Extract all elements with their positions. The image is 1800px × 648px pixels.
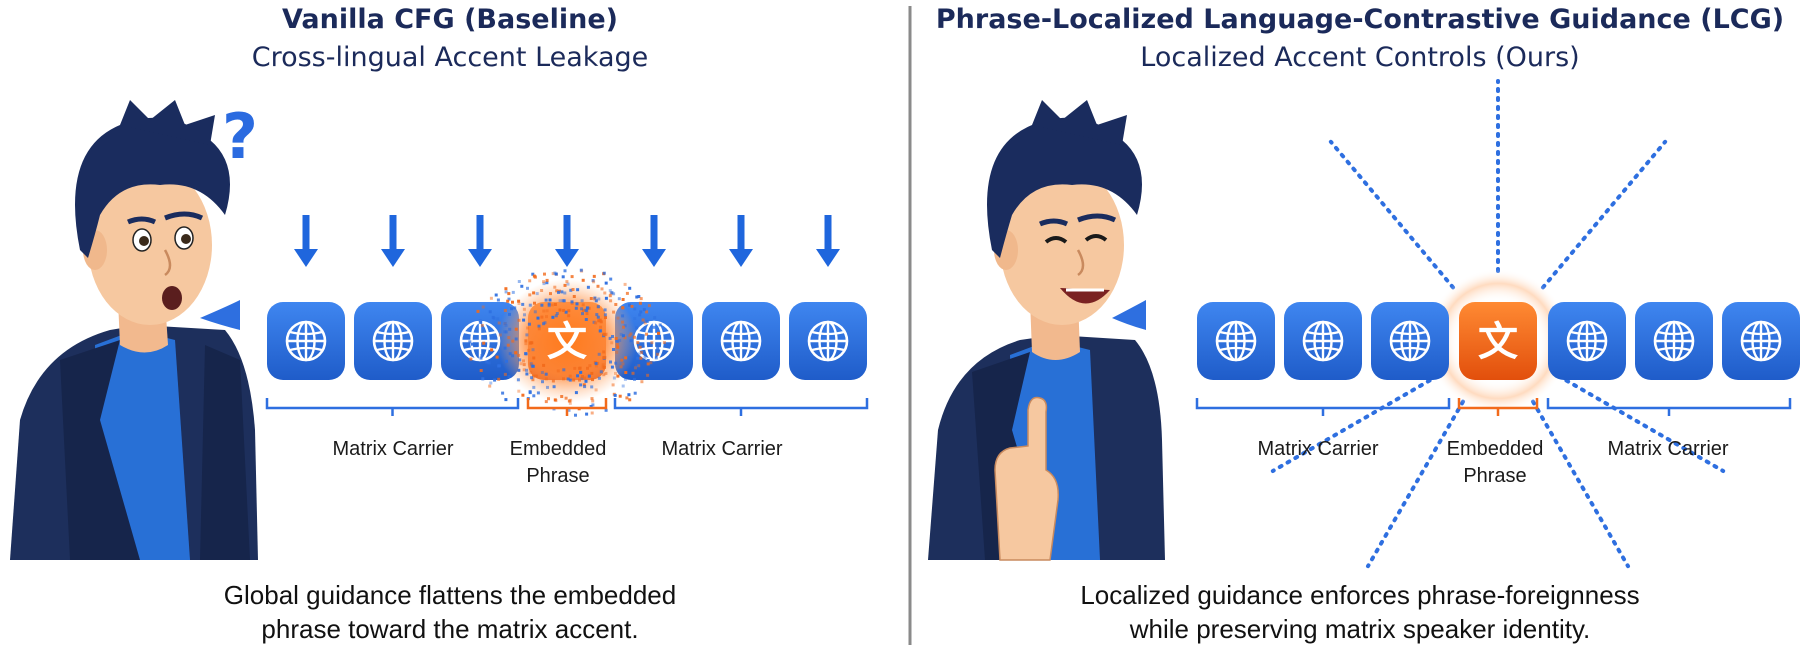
left-carrier-token xyxy=(441,302,519,380)
right-embedded-label-line2: Phrase xyxy=(1463,465,1527,487)
right-embedded-label-line1: Embedded xyxy=(1446,438,1544,460)
carrier-bracket xyxy=(1195,398,1451,410)
globe-icon xyxy=(1215,320,1257,362)
globe-icon xyxy=(1302,320,1344,362)
right-carrier-token xyxy=(1548,302,1626,380)
globe-icon xyxy=(807,320,849,362)
speech-bubble-tail xyxy=(1112,300,1146,330)
globe-icon xyxy=(372,320,414,362)
phrase-glyph-icon: 文 xyxy=(1478,319,1518,365)
guidance-ray xyxy=(1540,139,1668,290)
guidance-arrow-icon xyxy=(729,215,753,267)
globe-icon xyxy=(1389,320,1431,362)
globe-icon xyxy=(459,320,501,362)
question-mark-icon: ? xyxy=(222,100,258,173)
left-embedded-label-line1: Embedded xyxy=(509,438,607,460)
globe-icon xyxy=(1740,320,1782,362)
right-panel-title: Phrase-Localized Language-Contrastive Gu… xyxy=(935,4,1785,35)
left-caption: Global guidance flattens the embedded ph… xyxy=(0,578,900,646)
left-carrier-token xyxy=(615,302,693,380)
speech-bubble-tail xyxy=(200,300,240,330)
right-caption: Localized guidance enforces phrase-forei… xyxy=(910,578,1800,646)
accent-leakage-blur: 文 xyxy=(468,268,669,417)
globe-icon xyxy=(1566,320,1608,362)
phrase-glyph-icon: 文 xyxy=(547,319,587,365)
right-carrier-label: Matrix Carrier xyxy=(1257,438,1379,460)
left-carrier-label: Matrix Carrier xyxy=(332,438,454,460)
left-panel-title: Vanilla CFG (Baseline) xyxy=(282,4,618,35)
right-carrier-token xyxy=(1371,302,1449,380)
pointing-speaker-illustration xyxy=(928,100,1165,561)
guidance-arrow-icon xyxy=(381,215,405,267)
carrier-bracket xyxy=(265,398,520,410)
right-caption-line2: while preserving matrix speaker identity… xyxy=(1129,614,1591,644)
right-phrase-token: 文 xyxy=(1459,302,1537,380)
left-caption-line1: Global guidance flattens the embedded xyxy=(223,580,677,610)
globe-icon xyxy=(720,320,762,362)
guidance-arrow-icon xyxy=(294,215,318,267)
guidance-arrow-icon xyxy=(816,215,840,267)
left-carrier-token xyxy=(267,302,345,380)
carrier-bracket xyxy=(613,398,869,410)
guidance-arrow-icon xyxy=(468,215,492,267)
right-carrier-label: Matrix Carrier xyxy=(1607,438,1729,460)
right-caption-line1: Localized guidance enforces phrase-forei… xyxy=(1080,580,1640,610)
globe-icon xyxy=(1653,320,1695,362)
left-carrier-label: Matrix Carrier xyxy=(661,438,783,460)
right-carrier-token xyxy=(1197,302,1275,380)
left-carrier-token xyxy=(789,302,867,380)
left-panel-subtitle: Cross-lingual Accent Leakage xyxy=(251,42,649,73)
carrier-bracket xyxy=(1546,398,1792,410)
guidance-arrow-icon xyxy=(555,215,579,267)
right-carrier-token xyxy=(1284,302,1362,380)
left-embedded-label: Embedded Phrase xyxy=(488,436,628,490)
right-carrier-token xyxy=(1722,302,1800,380)
left-carrier-token xyxy=(354,302,432,380)
right-embedded-label: Embedded Phrase xyxy=(1425,436,1565,490)
left-embedded-label-line2: Phrase xyxy=(526,465,590,487)
right-panel-subtitle: Localized Accent Controls (Ours) xyxy=(1140,42,1580,73)
globe-icon xyxy=(285,320,327,362)
confused-speaker-illustration xyxy=(10,100,258,560)
left-caption-line2: phrase toward the matrix accent. xyxy=(261,614,639,644)
guidance-arrow-icon xyxy=(642,215,666,267)
left-carrier-token xyxy=(702,302,780,380)
right-carrier-token xyxy=(1635,302,1713,380)
guidance-ray xyxy=(1328,139,1456,290)
